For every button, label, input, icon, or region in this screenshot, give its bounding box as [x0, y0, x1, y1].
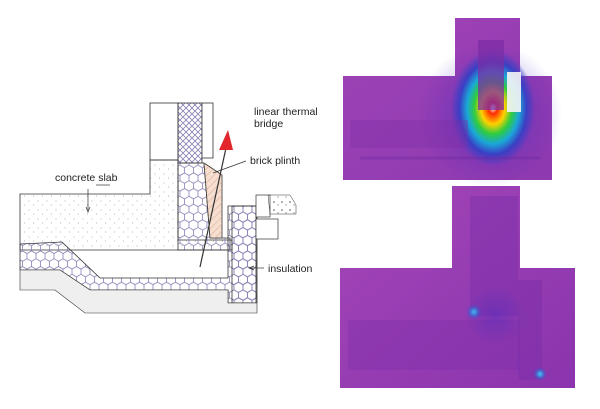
cold-spot [533, 367, 547, 381]
plinth-leader [212, 160, 247, 174]
perimeter-insulation [231, 205, 257, 304]
construction-detail [19, 102, 297, 314]
wall-inner-leaf [149, 102, 179, 161]
thermal-bridge-arrowhead [219, 130, 233, 150]
label-concrete-slab: concrete slab [55, 172, 118, 184]
wall-outer-leaf [201, 102, 214, 159]
paving-block [255, 218, 279, 240]
label-thermal-bridge-2: bridge [254, 118, 284, 130]
gravel [267, 194, 297, 215]
thermal-bridge-line [199, 147, 227, 268]
label-thermal-bridge-1: linear thermal [254, 106, 318, 118]
label-brick-plinth: brick plinth [250, 155, 301, 167]
thermal-sim-without-bridge [340, 186, 575, 388]
sim-bottom-body [340, 186, 575, 388]
paving-block [255, 194, 271, 218]
label-insulation: insulation [268, 263, 313, 275]
sub-base [19, 269, 258, 314]
wall-insulation [177, 102, 203, 164]
thermal-sim-with-bridge [343, 18, 562, 187]
